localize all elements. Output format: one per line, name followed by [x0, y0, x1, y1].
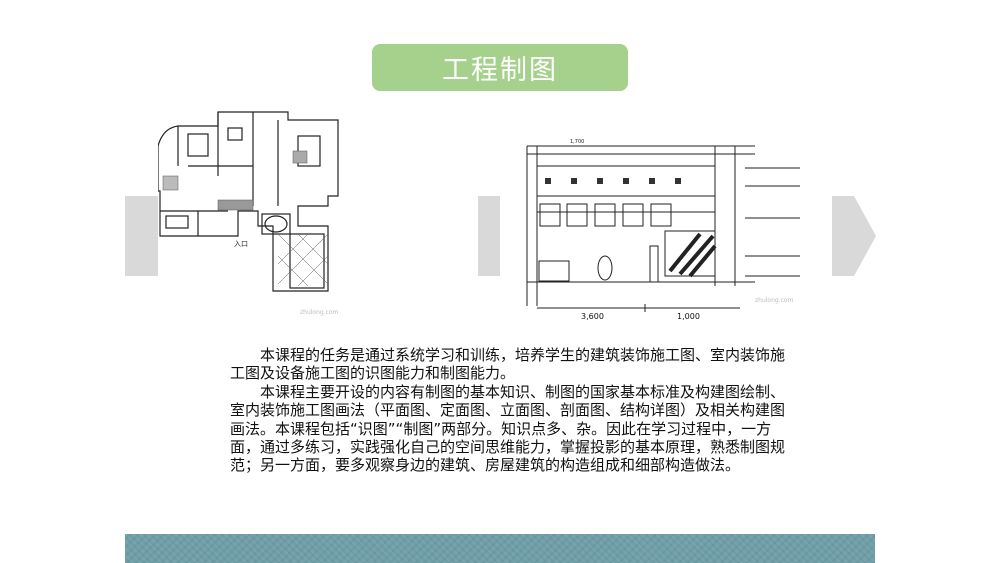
arrow-right-icon [832, 196, 876, 276]
footer-band [125, 534, 875, 563]
dim-total: 3,600 [581, 312, 604, 321]
dim-top-left: 1,700 [570, 139, 584, 145]
dim-right: 1,000 [677, 312, 700, 321]
entrance-label: 入口 [234, 240, 248, 248]
course-description: 本课程的任务是通过系统学习和训练，培养学生的建筑装饰施工图、室内装饰施工图及设备… [230, 346, 796, 475]
slide-title: 工程制图 [442, 55, 558, 86]
paragraph: 本课程的任务是通过系统学习和训练，培养学生的建筑装饰施工图、室内装饰施工图及设备… [230, 346, 786, 383]
arrow-band-left [125, 196, 159, 276]
elevation-image: 1,700 3,600 1,000 zhulong.com [515, 106, 805, 322]
slide-title-box: 工程制图 [372, 44, 628, 91]
watermark: zhulong.com [755, 297, 794, 304]
paragraph: 本课程主要开设的内容有制图的基本知识、制图的国家基本标准及构建图绘制、室内装饰施… [230, 382, 786, 475]
floor-plan-image: 入口 zhulong.com [157, 106, 348, 320]
arrow-band-middle [478, 196, 500, 276]
watermark: zhulong.com [300, 309, 339, 316]
